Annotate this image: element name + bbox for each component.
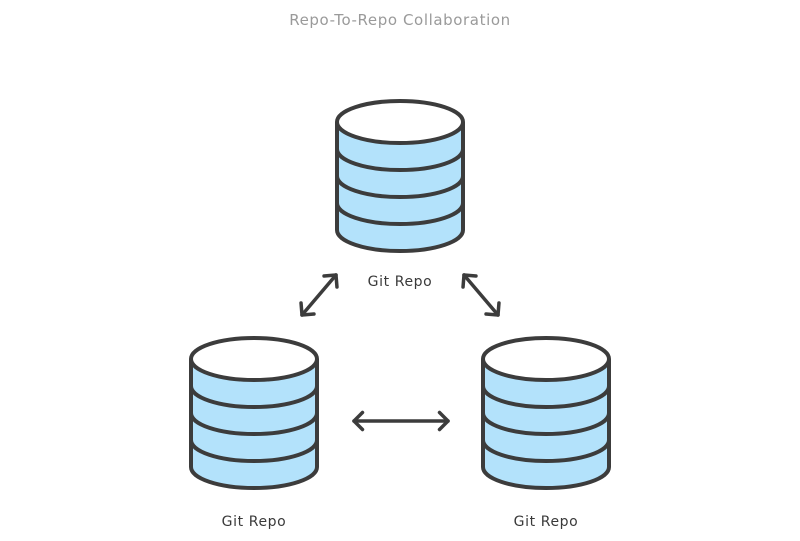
repo-bottom-left: Git Repo [189,336,319,530]
repo-bottom-left-label: Git Repo [222,514,287,530]
bidirectional-arrow-icon [299,273,339,317]
diagram-title: Repo-To-Repo Collaboration [289,11,511,29]
database-icon [189,336,319,490]
repo-top: Git Repo [335,99,465,290]
repo-bottom-right: Git Repo [481,336,611,530]
bidirectional-arrow-icon [461,273,501,317]
database-icon [335,99,465,253]
repo-top-label: Git Repo [368,274,433,290]
repo-bottom-right-label: Git Repo [514,514,579,530]
database-icon [481,336,611,490]
bidirectional-arrow-icon [352,410,450,432]
